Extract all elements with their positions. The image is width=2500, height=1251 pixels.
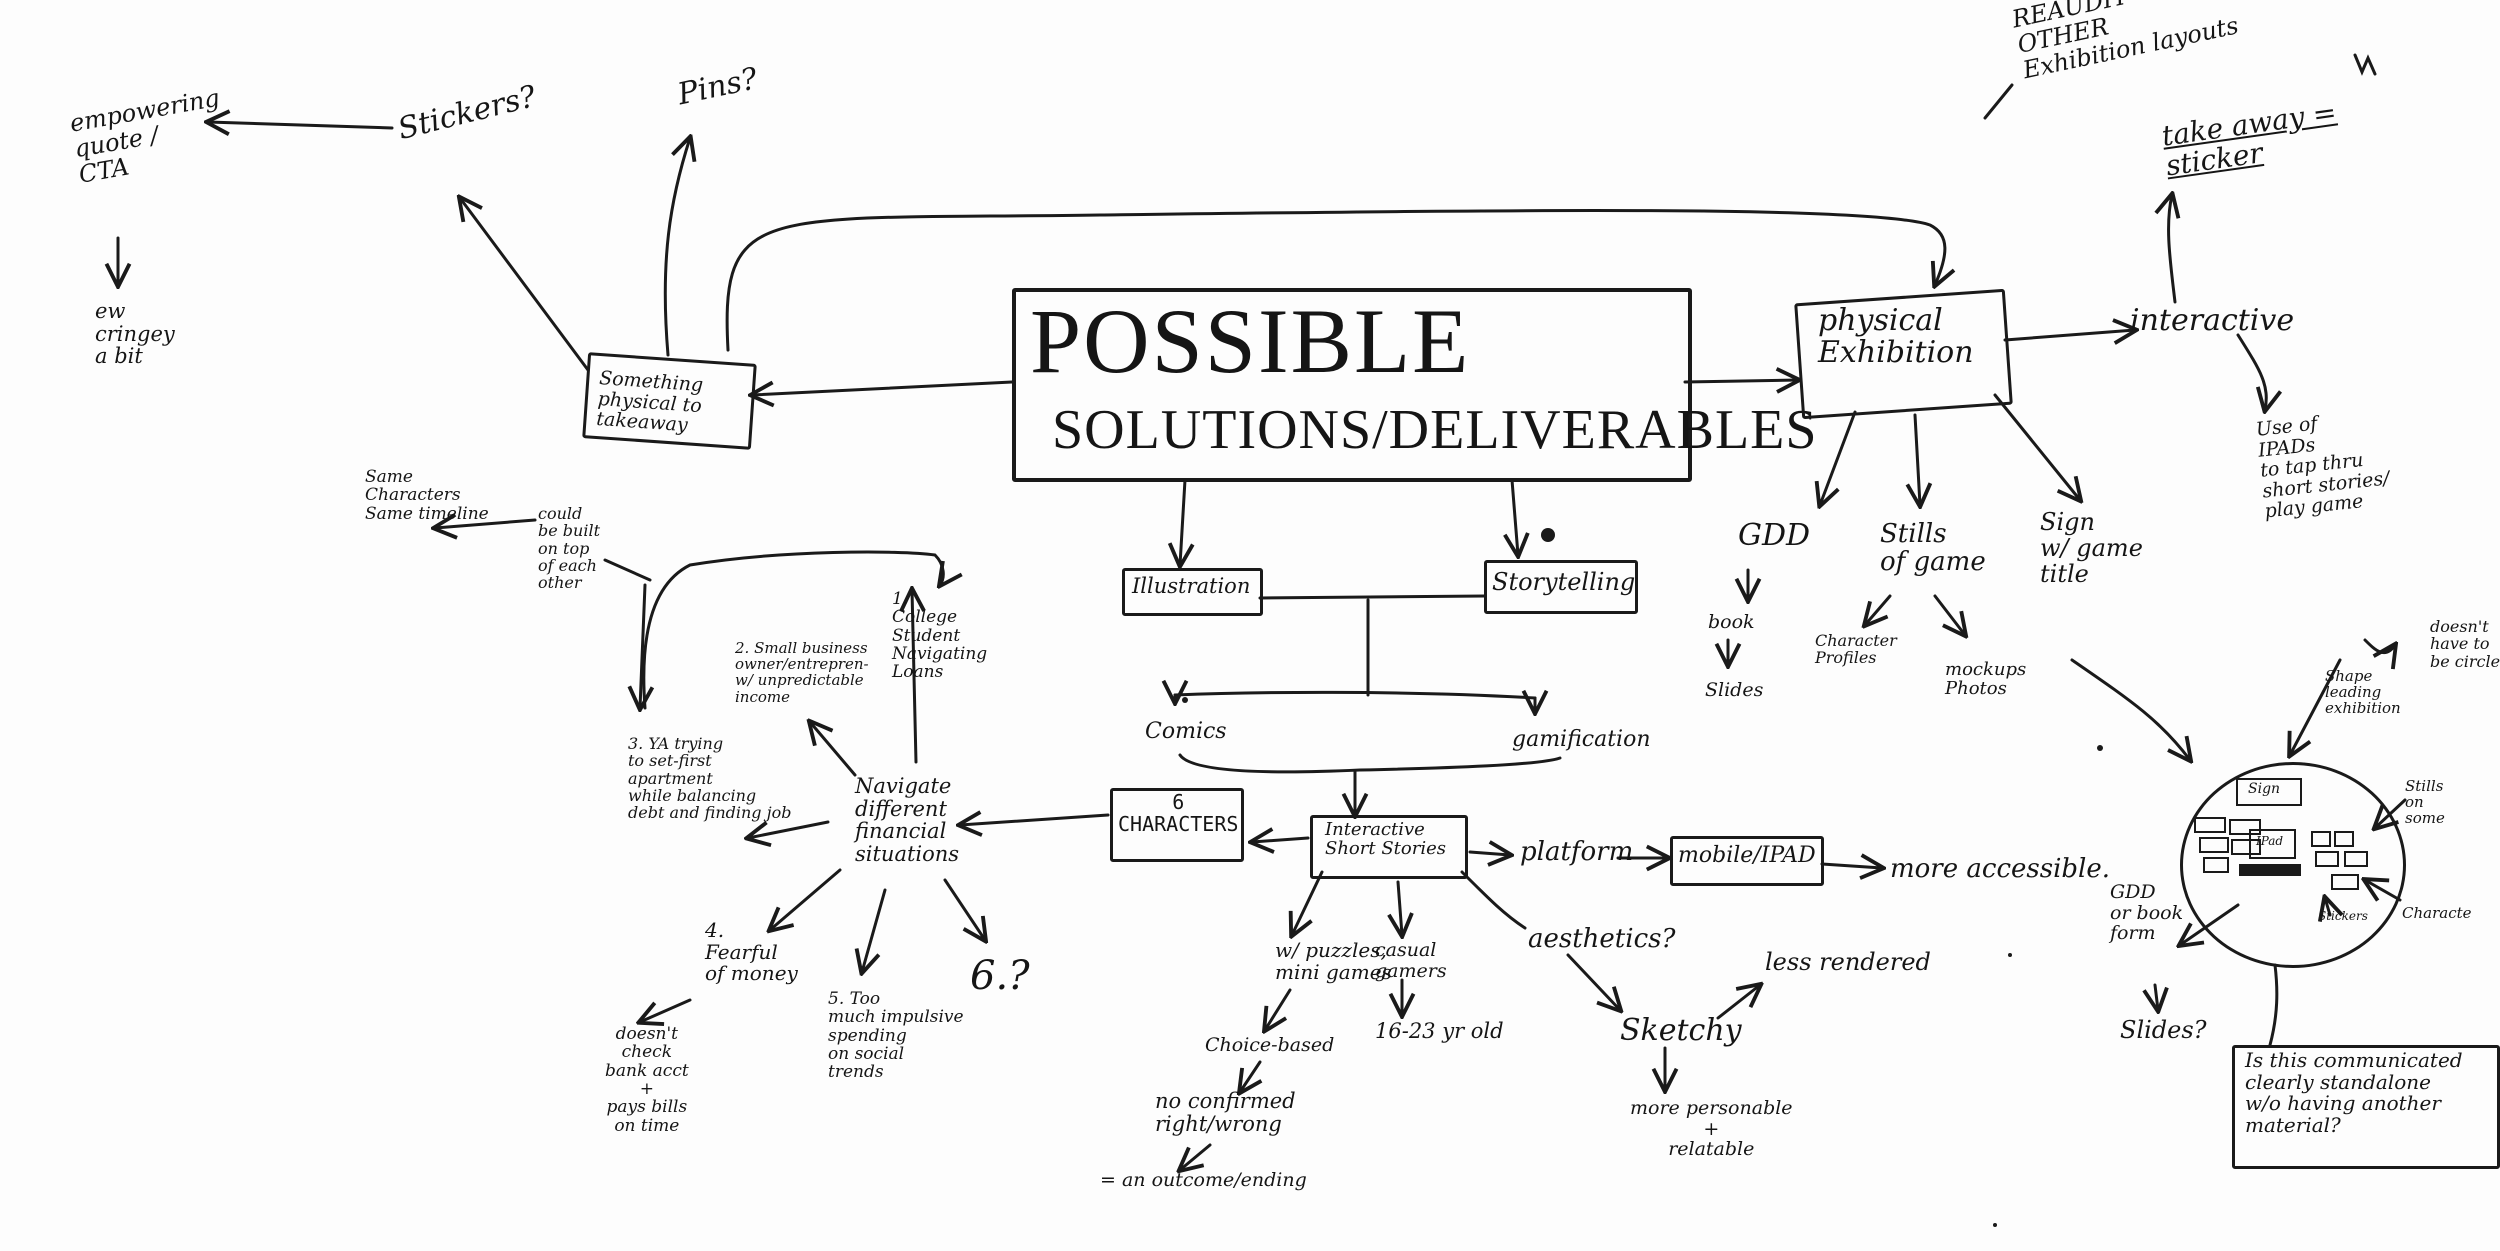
question-note: Is this communicated clearly standalone … — [2245, 1048, 2463, 1137]
outcome-label: = an outcome/ending — [1100, 1169, 1307, 1191]
title-line-2: SOLUTIONS/DELIVERABLES — [1052, 399, 1818, 461]
mockups-label: mockups Photos — [1945, 659, 2027, 700]
exhibition-label: physical Exhibition — [1818, 303, 1974, 371]
characters-box — [1110, 788, 1244, 862]
slides-note: Slides? — [2120, 1016, 2207, 1044]
age-label: 16-23 yr old — [1375, 1019, 1504, 1043]
stills-label: Stills of game — [1880, 519, 1986, 578]
gdd-book-note: GDD or book form — [2110, 881, 2184, 945]
storytelling-label: Storytelling — [1492, 568, 1636, 596]
title-box — [1012, 288, 1692, 482]
sketch-sign-box — [2236, 778, 2302, 806]
layout-sketch-circle — [2180, 762, 2406, 968]
interactive-label: interactive — [2130, 303, 2295, 338]
scenario-4: 4. Fearful of money — [705, 918, 798, 986]
book-label: book — [1708, 611, 1755, 633]
choice-label: Choice-based — [1205, 1034, 1335, 1056]
sketch-sign-text: Sign — [2248, 781, 2281, 797]
interactive-stories-label: Interactive Short Stories — [1325, 819, 1446, 860]
sticker-note: Stickers — [2318, 909, 2368, 923]
scenario-3: 3. YA trying to set-first apartment whil… — [628, 734, 792, 823]
scenario-1: 1. College Student Navigating Loans — [892, 589, 988, 683]
could-be-built-note: could be built on top of each other — [538, 504, 601, 593]
illustration-box — [1122, 568, 1263, 616]
gamification-label: gamification — [1512, 727, 1651, 752]
interactive-stories-box — [1310, 815, 1468, 879]
storytelling-box — [1484, 560, 1638, 614]
accessible-label: more accessible. — [1890, 854, 2111, 884]
character-note: Characte — [2402, 904, 2472, 922]
question-box — [2232, 1045, 2500, 1169]
gdd-label: GDD — [1738, 518, 1811, 553]
shape-note: Shape leading exhibition — [2325, 667, 2401, 718]
stills-on-note: Stills on some — [2405, 777, 2445, 828]
scenario-4-detail: doesn't check bank acct + pays bills on … — [605, 1024, 689, 1136]
sketchy-label: Sketchy — [1620, 1013, 1742, 1048]
sign-label: Sign w/ game title — [2040, 508, 2143, 588]
casual-label: casual gamers — [1375, 939, 1447, 982]
scenario-6: 6.? — [970, 953, 1030, 999]
puzzles-label: w/ puzzles, mini games — [1275, 938, 1392, 984]
not-circle-note: doesn't have to be circle — [2430, 617, 2500, 671]
takeaway-label: Something physical to takeaway — [595, 367, 704, 437]
platform-label: platform — [1520, 837, 1634, 867]
slides-label: Slides — [1705, 679, 1764, 701]
no-right-label: no confirmed right/wrong — [1155, 1089, 1296, 1136]
less-rendered-label: less rendered — [1765, 948, 1931, 976]
characters-label: 6 CHARACTERS — [1118, 790, 1239, 836]
same-characters-note: Same Characters Same timeline — [365, 467, 489, 524]
aesthetics-label: aesthetics? — [1528, 924, 1676, 954]
mobile-box — [1670, 836, 1824, 886]
scenario-5: 5. Too much impulsive spending on social… — [828, 989, 964, 1083]
mobile-label: mobile/IPAD — [1678, 843, 1816, 868]
relatable-label: more personable + relatable — [1630, 1097, 1793, 1161]
sketch-ipad-text: IPad — [2256, 834, 2284, 848]
profiles-label: Character Profiles — [1815, 631, 1897, 668]
comics-label: Comics — [1145, 719, 1227, 744]
ew-label: ew cringey a bit — [95, 299, 175, 369]
scenario-2: 2. Small business owner/entrepren- w/ un… — [735, 639, 869, 706]
navigate-label: Navigate different financial situations — [855, 774, 960, 867]
illustration-label: Illustration — [1132, 574, 1251, 598]
ipads-label: Use of IPADs to tap thru short stories/ … — [2254, 412, 2391, 523]
title-line-1: POSSIBLE — [1030, 290, 1471, 392]
